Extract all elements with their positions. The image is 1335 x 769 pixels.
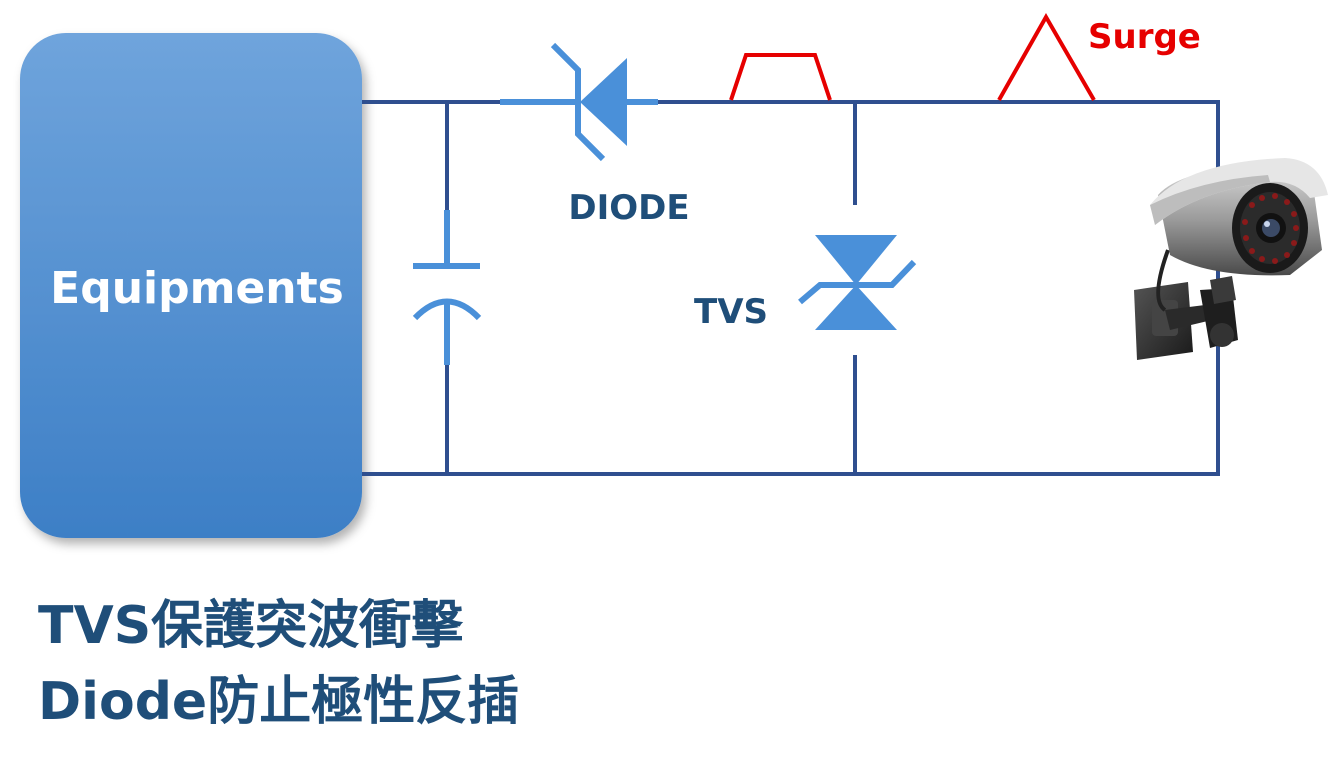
equipment-label: Equipments	[50, 263, 344, 314]
caption-diode-reverse-polarity: Diode防止極性反插	[38, 672, 520, 732]
surge-label: Surge	[1088, 17, 1201, 57]
security-camera-icon	[1134, 158, 1328, 360]
surge-pulse-trapezoid	[729, 53, 832, 101]
tvs-label: TVS	[694, 292, 768, 332]
diode-label: DIODE	[568, 188, 689, 228]
diode-symbol	[500, 42, 658, 162]
tvs-symbol	[798, 235, 917, 330]
circuit-wires	[362, 100, 1220, 476]
surge-waveforms	[729, 12, 1096, 102]
surge-pulse-spike	[997, 12, 1096, 102]
capacitor-symbol	[412, 210, 482, 365]
equipment-box: Equipments	[20, 33, 362, 538]
caption-tvs-surge-protection: TVS保護突波衝擊	[38, 596, 464, 656]
